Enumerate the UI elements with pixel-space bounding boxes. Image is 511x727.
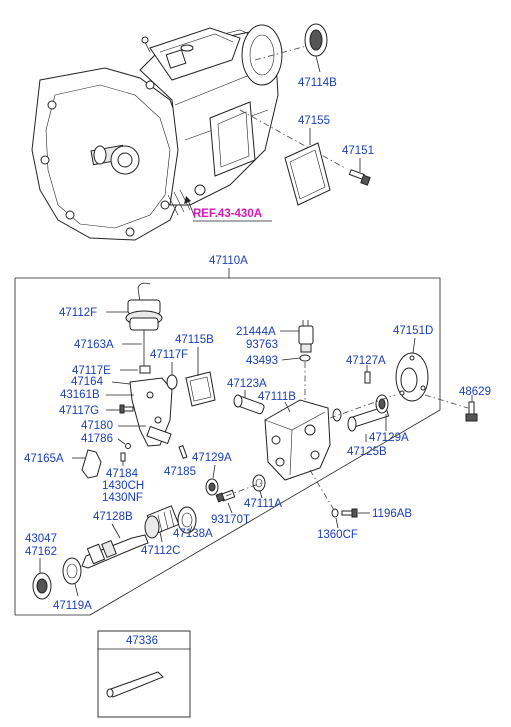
label-47185: 47185 [164,466,196,478]
pin-41786 [125,443,131,449]
tool-box-47336: 47336 [97,630,191,718]
ring-47111a [252,474,266,492]
bolt-47151 [348,169,371,186]
gasket-47155 [284,142,331,206]
label-47151d: 47151D [393,325,433,337]
label-48629: 48629 [459,386,491,398]
seal-47162 [32,572,52,600]
label-41786: 41786 [81,433,113,445]
ref-link[interactable]: REF.43-430A [193,208,262,220]
label-47162: 47162 [25,546,57,558]
shaft-47123a [233,394,265,415]
label-47111b: 47111B [258,391,296,403]
label-47151: 47151 [342,145,374,157]
key-47127a [364,371,371,384]
label-47164: 47164 [71,376,104,388]
lever-47165a [81,449,102,479]
actuator-47112f [125,282,163,372]
gasket-47115b [185,371,216,407]
seal-47129a-right-a [332,408,342,422]
shaft-47128b [81,534,149,569]
label-47111a: 47111A [244,498,282,510]
nut-47117e [139,365,151,374]
label-47184: 47184 [106,468,139,480]
sensor-93170t [215,489,236,503]
group-bracket [14,278,90,616]
label-93170t: 93170T [211,514,250,526]
washer-47117f [166,374,178,390]
label-47129a-right: 47129A [369,432,409,444]
label-21444a: 21444A [236,326,276,338]
pin-47185 [178,445,188,459]
bolt-1196ab [341,508,358,518]
bolt-48629 [465,401,478,422]
label-47117f: 47117F [150,349,188,361]
label-47155: 47155 [298,115,330,127]
label-47138a: 47138A [173,528,213,540]
label-47129a-left: 47129A [192,452,232,464]
centerline-47151 [239,109,346,169]
pin-47184 [120,452,126,462]
bearing-47119a [62,557,82,585]
bracket-47164 [129,377,173,447]
label-1360cf: 1360CF [317,529,358,541]
label-43047: 43047 [25,533,57,545]
switch-21444a [298,320,314,353]
seal-47114b [304,23,328,57]
centerline-47114b [254,44,311,61]
label-1196ab: 1196AB [372,508,412,520]
label-47114b: 47114B [298,77,337,89]
label-47165a: 47165A [24,453,64,465]
label-1430ch: 1430CH [102,480,144,492]
bolt-47117g [119,404,134,414]
label-47112c: 47112C [141,545,180,557]
label-47115b: 47115B [175,334,214,346]
label-47110a: 47110A [209,255,248,267]
ref-arrow [187,199,196,219]
transmission-assembly [31,24,283,241]
label-47119a: 47119A [53,600,92,612]
label-47128b: 47128B [93,511,133,523]
gear-47112c [144,505,180,539]
label-93763: 93763 [246,339,278,351]
flange-47151d [395,352,429,402]
label-47125b: 47125B [347,446,387,458]
washer-1360cf [331,508,339,518]
label-47180: 47180 [81,420,113,432]
washer-43493 [299,354,311,362]
label-47163a: 47163A [74,339,114,351]
label-47123a: 47123A [227,378,267,390]
label-47336: 47336 [126,635,158,647]
label-47117g: 47117G [59,405,99,417]
label-43493: 43493 [246,355,278,367]
housing-47111b [264,399,331,481]
label-43161b: 43161B [60,389,100,401]
label-1430nf: 1430NF [102,492,143,504]
tool-bar-47336 [106,671,164,698]
label-47112f: 47112F [59,307,97,319]
label-47127a: 47127A [346,355,386,367]
label-47117e: 47117E [72,365,111,377]
